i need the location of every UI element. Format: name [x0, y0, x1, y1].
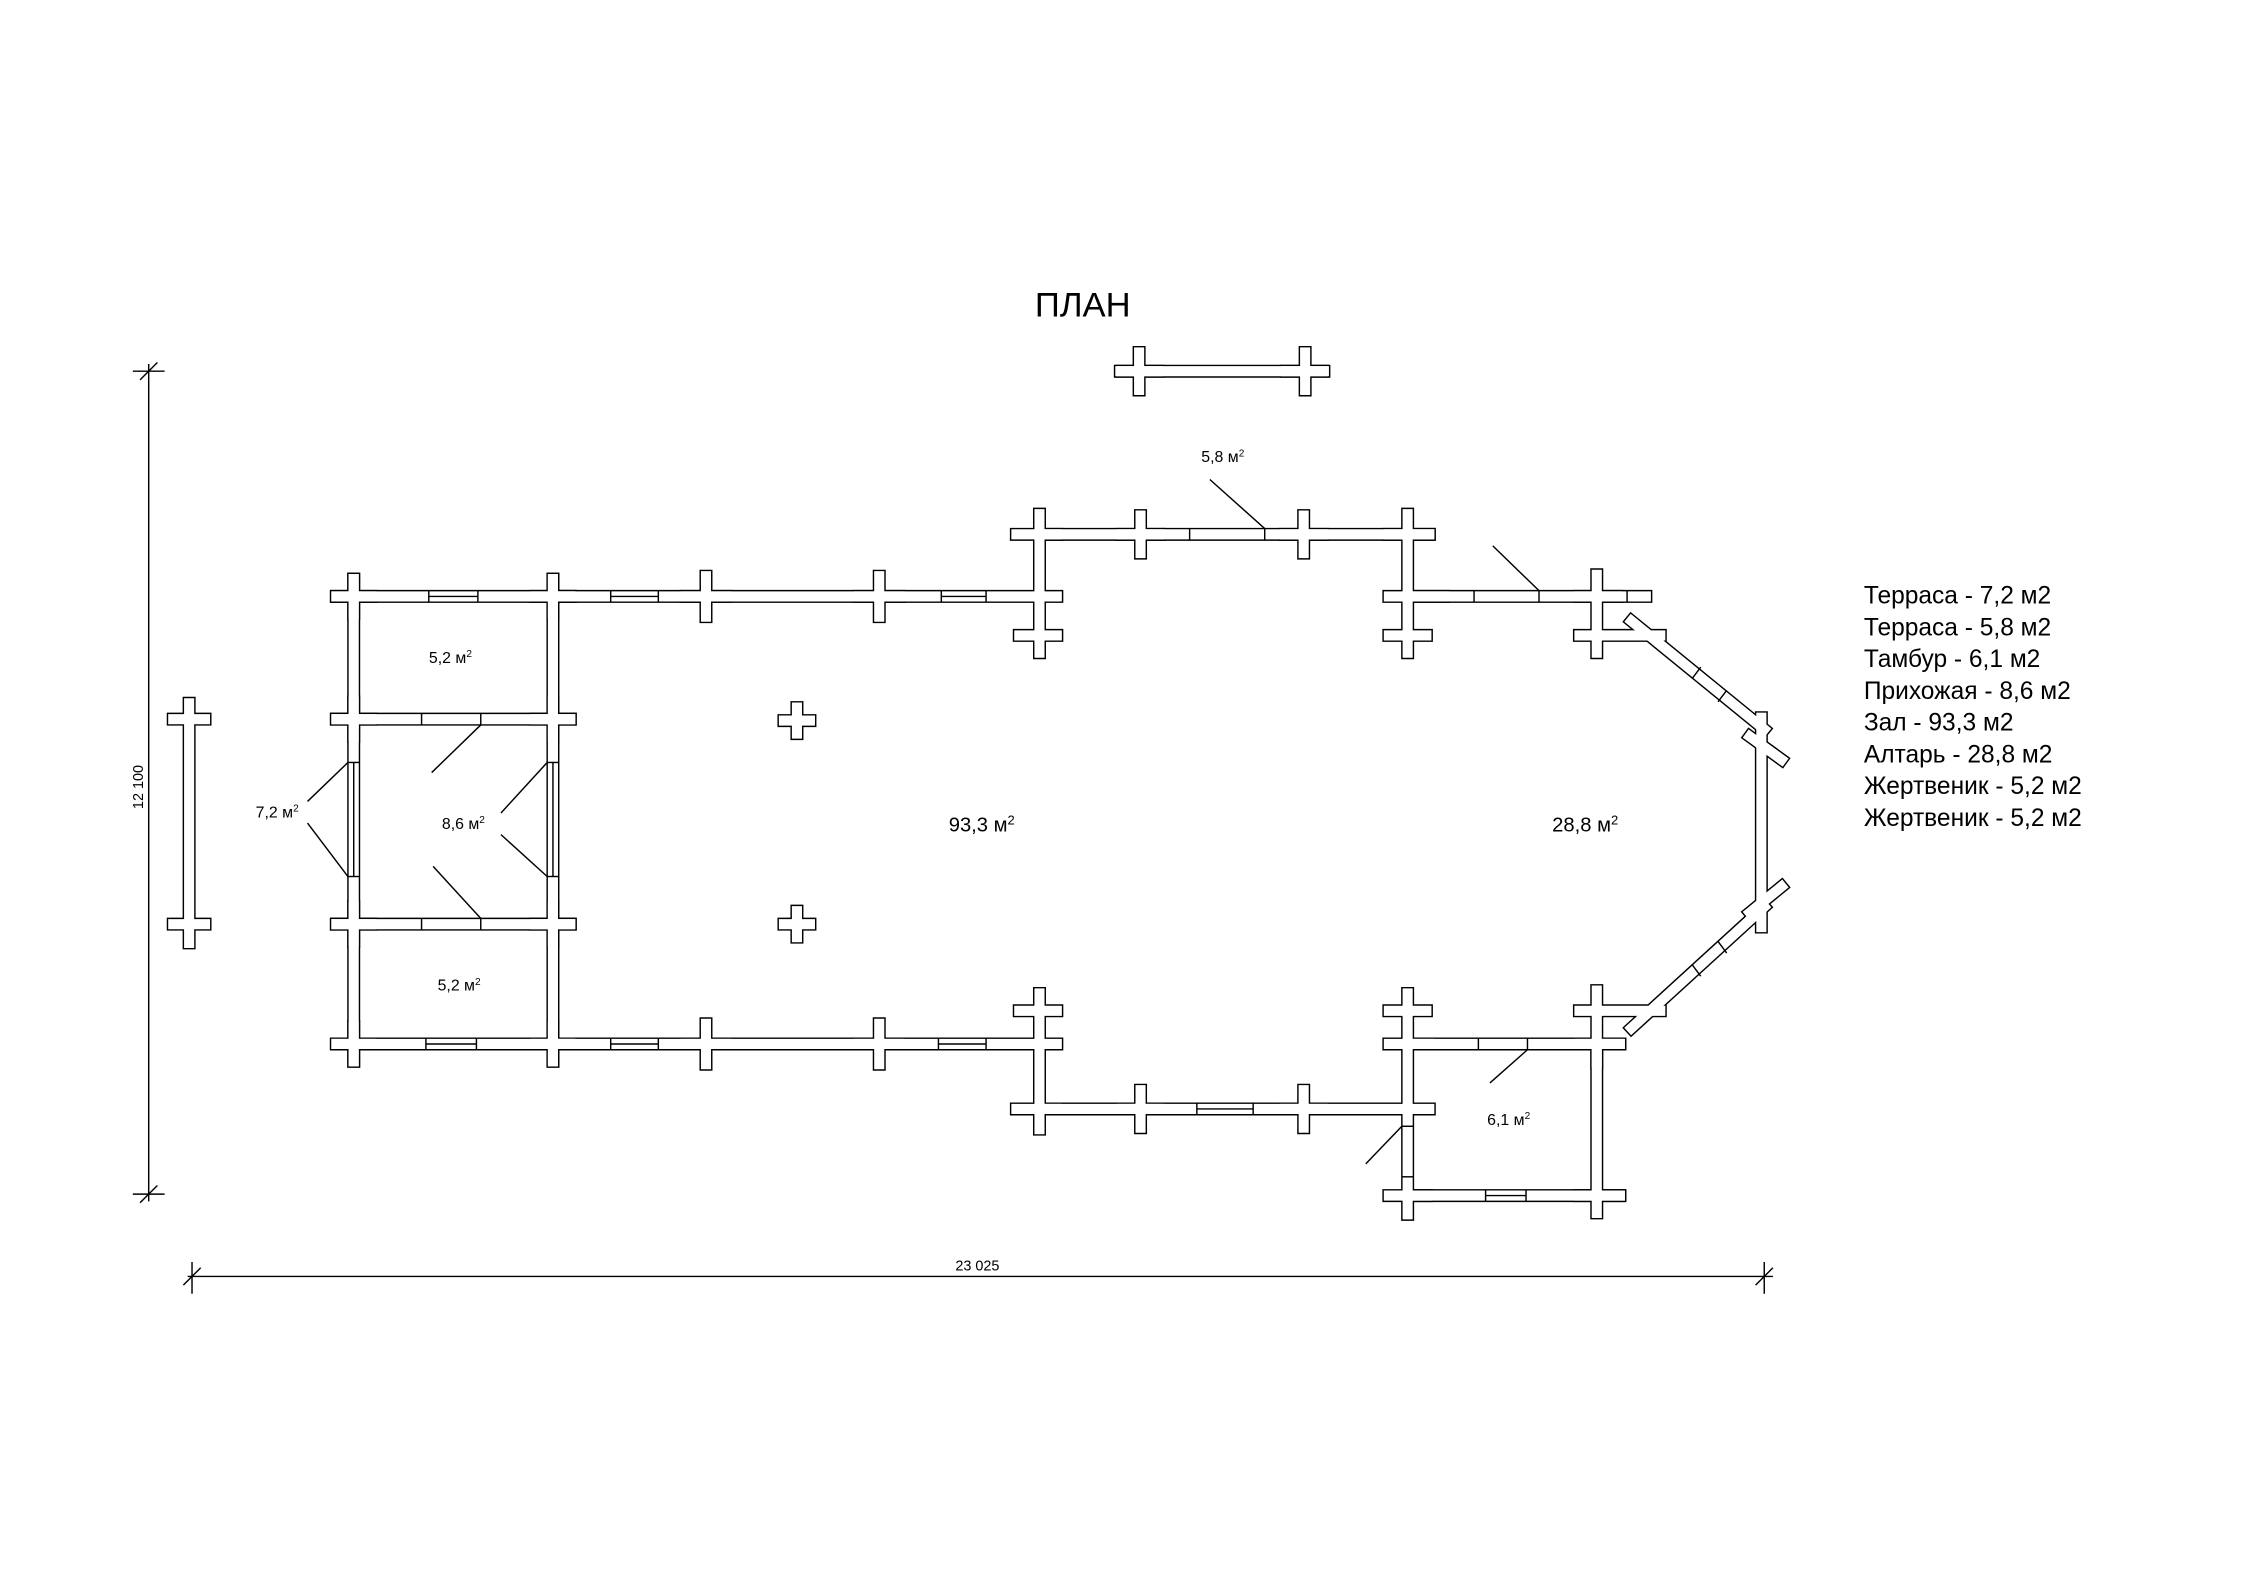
legend-item: Алтарь - 28,8 м2 — [1864, 741, 2053, 768]
column-icon — [777, 701, 817, 741]
room-area-vestry-top: 5,2 м2 — [429, 649, 472, 667]
room-area-tambur: 6,1 м2 — [1487, 1111, 1530, 1129]
window-icon — [1691, 666, 1702, 680]
wall-segment — [1742, 729, 1789, 767]
dimension-height-label: 12 100 — [131, 765, 147, 809]
room-area-terrace-north: 5,8 м2 — [1201, 448, 1244, 466]
room-area-altar: 28,8 м2 — [1552, 813, 1618, 837]
door-leaf-icon — [1492, 545, 1540, 592]
legend-item: Терраса - 7,2 м2 — [1864, 583, 2051, 610]
wall-segment — [1742, 879, 1789, 920]
plan-title: ПЛАН — [1035, 286, 1131, 324]
window-icon — [1691, 964, 1702, 977]
legend-item: Терраса - 5,8 м2 — [1864, 614, 2051, 641]
dimension-height — [132, 362, 1774, 1294]
door-leaf-icon — [1365, 1125, 1403, 1165]
window-icon — [1717, 689, 1728, 703]
wall-segment — [1624, 899, 1772, 1036]
legend-item: Жертвеник - 5,2 м2 — [1864, 805, 2082, 832]
door-leaf-icon — [307, 761, 349, 802]
column-icon — [777, 904, 817, 944]
door-leaf-icon — [1209, 478, 1266, 530]
area-legend: Терраса - 7,2 м2 Терраса - 5,8 м2 Тамбур… — [1864, 583, 2082, 832]
door-leaf-icon — [500, 834, 548, 878]
walls-fill — [168, 347, 1789, 1220]
door-leaf-icon — [306, 822, 349, 877]
door-leaf-icon — [500, 761, 548, 814]
window-icon — [1717, 941, 1728, 954]
door-leaf-icon — [432, 865, 482, 919]
openings — [306, 478, 1728, 1202]
legend-item: Прихожая - 8,6 м2 — [1864, 678, 2071, 705]
walls-outline — [166, 345, 1791, 1221]
legend-item: Тамбур - 6,1 м2 — [1864, 646, 2041, 673]
room-area-vestry-bottom: 5,2 м2 — [438, 977, 481, 995]
room-area-nave: 93,3 м2 — [949, 813, 1015, 837]
dimension-width-label: 23 025 — [955, 1259, 999, 1275]
door-leaf-icon — [1489, 1049, 1528, 1084]
door-leaf-icon — [431, 724, 482, 774]
legend-item: Зал - 93,3 м2 — [1864, 710, 2014, 737]
room-area-terrace-west: 7,2 м2 — [256, 804, 299, 822]
legend-item: Жертвеник - 5,2 м2 — [1864, 773, 2082, 800]
room-area-entry: 8,6 м2 — [442, 815, 485, 833]
wall-segment — [1624, 613, 1772, 737]
